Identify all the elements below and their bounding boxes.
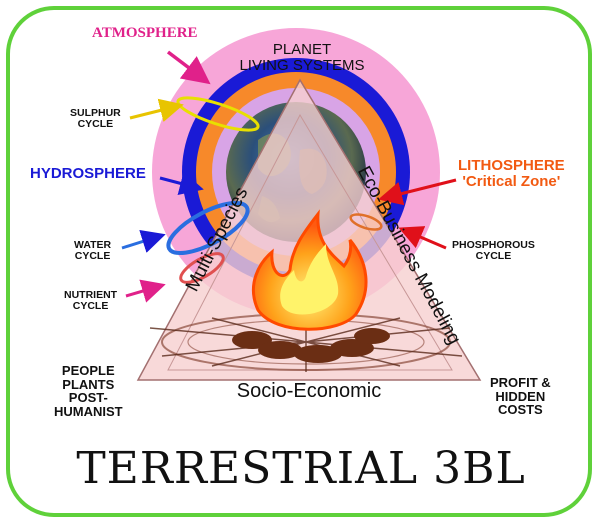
lithosphere-label: LITHOSPHERE 'Critical Zone' bbox=[458, 158, 565, 190]
nutrient-line2: CYCLE bbox=[72, 300, 109, 313]
sulphur-line2: CYCLE bbox=[77, 118, 114, 131]
phosphorous-cycle-ring bbox=[349, 213, 383, 231]
planet-label: PLANET bbox=[272, 41, 332, 58]
lithosphere-arrow bbox=[378, 178, 457, 206]
phosphorous-line2: CYCLE bbox=[475, 250, 512, 263]
nutrient-line1: NUTRIENT bbox=[64, 289, 118, 301]
sulphur-arrow bbox=[129, 98, 184, 123]
profit-line: PROFIT & bbox=[490, 375, 551, 390]
water-line1: WATER bbox=[74, 239, 112, 251]
water-cycle-ring bbox=[166, 200, 250, 256]
humanist-line: HUMANIST bbox=[54, 403, 123, 419]
water-cycle-arrow bbox=[121, 229, 166, 253]
lithosphere-line2: 'Critical Zone' bbox=[462, 172, 561, 190]
plants-line: PLANTS bbox=[62, 376, 115, 392]
main-title: TERRESTRIAL 3BL bbox=[76, 443, 526, 494]
phosphorous-line1: PHOSPHOROUS bbox=[452, 239, 535, 251]
atmosphere-label: ATMOSPHERE bbox=[92, 25, 198, 41]
phosphorous-arrow bbox=[398, 226, 447, 250]
sulphur-cycle-label: SULPHUR CYCLE bbox=[70, 107, 121, 131]
campfire-logs bbox=[232, 328, 390, 363]
hydrosphere-arrow bbox=[159, 171, 204, 196]
living-systems-label: LIVING SYSTEMS bbox=[239, 56, 365, 74]
costs-line: COSTS bbox=[497, 402, 543, 418]
lithosphere-line1: LITHOSPHERE bbox=[458, 157, 565, 174]
water-line2: CYCLE bbox=[74, 250, 111, 263]
profit-hidden-costs-label: PROFIT & HIDDEN COSTS bbox=[490, 376, 551, 417]
people-line: PEOPLE bbox=[61, 363, 115, 378]
phosphorous-cycle-label: PHOSPHOROUS CYCLE bbox=[452, 239, 535, 263]
post-line: POST- bbox=[68, 390, 108, 406]
water-cycle-label: WATER CYCLE bbox=[74, 239, 112, 263]
people-plants-label: PEOPLE PLANTS POST- HUMANIST bbox=[54, 364, 123, 419]
hydrosphere-label: HYDROSPHERE bbox=[30, 165, 146, 182]
planet-living-systems-label: PLANET LIVING SYSTEMS bbox=[232, 42, 372, 74]
nutrient-arrow bbox=[125, 279, 166, 303]
hidden-line: HIDDEN bbox=[495, 388, 546, 404]
nutrient-cycle-ring bbox=[179, 252, 225, 284]
atmosphere-arrow bbox=[166, 50, 211, 85]
sulphur-line1: SULPHUR bbox=[70, 107, 121, 119]
nutrient-cycle-label: NUTRIENT CYCLE bbox=[64, 289, 118, 313]
socio-economic-label: Socio-Economic bbox=[236, 380, 382, 402]
